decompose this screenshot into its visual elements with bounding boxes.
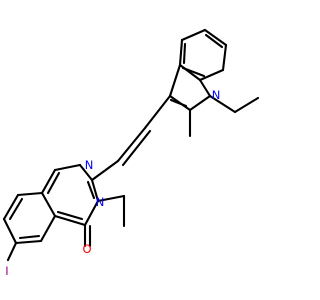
atom-o-carbonyl: O <box>82 242 91 256</box>
atom-n-indole: N <box>212 88 221 102</box>
molecule-structure: N N N O I <box>2 28 260 278</box>
atom-n-quinazoline-1: N <box>85 158 94 172</box>
bond-lines <box>2 28 260 262</box>
molecule-canvas: N N N O I <box>2 28 260 278</box>
atom-i-iodo: I <box>5 264 8 278</box>
atom-n-quinazoline-3: N <box>96 195 105 209</box>
